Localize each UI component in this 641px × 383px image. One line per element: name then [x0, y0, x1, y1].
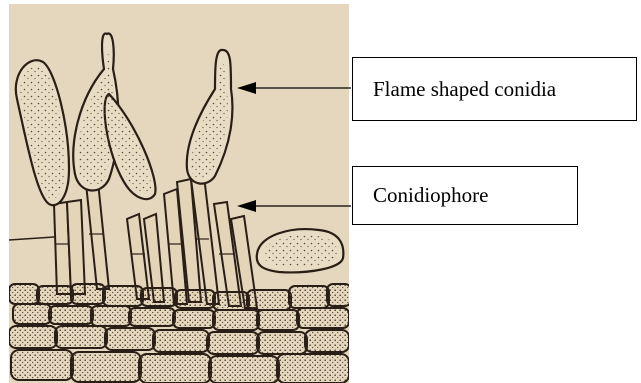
- host-cell: [55, 326, 107, 348]
- host-cell: [257, 310, 299, 330]
- host-cell: [213, 310, 259, 330]
- host-cell: [305, 330, 349, 352]
- host-cell: [71, 352, 141, 382]
- host-cell: [175, 290, 215, 308]
- conidiophore-label: Conidiophore: [373, 183, 489, 208]
- host-cell: [11, 350, 73, 380]
- host-cell: [37, 286, 73, 304]
- host-cell: [91, 306, 131, 326]
- fungus-illustration: [9, 4, 349, 383]
- host-cell: [9, 326, 57, 348]
- host-cell: [141, 288, 177, 306]
- host-cells: [9, 284, 349, 383]
- host-cell: [209, 356, 279, 383]
- host-cell: [277, 354, 349, 383]
- host-cell: [105, 328, 155, 350]
- host-cell: [207, 332, 259, 354]
- host-cell: [173, 310, 215, 328]
- host-cell: [139, 354, 211, 383]
- conidiophore-label-box: Conidiophore: [352, 166, 578, 225]
- host-cell: [49, 306, 93, 324]
- host-cell: [297, 308, 349, 328]
- host-cell: [13, 304, 51, 324]
- conidiophore-stalk: [67, 200, 85, 294]
- host-cell: [71, 284, 105, 304]
- host-cell: [129, 308, 175, 326]
- conidia-label: Flame shaped conidia: [373, 77, 556, 102]
- host-cell: [257, 332, 307, 354]
- host-cell: [103, 286, 143, 306]
- conidia-label-box: Flame shaped conidia: [352, 57, 637, 121]
- host-cell: [327, 284, 349, 306]
- host-cell: [289, 286, 329, 308]
- host-cell: [213, 292, 249, 310]
- host-cell: [247, 290, 291, 310]
- host-cell: [9, 284, 39, 304]
- host-cell: [153, 330, 209, 352]
